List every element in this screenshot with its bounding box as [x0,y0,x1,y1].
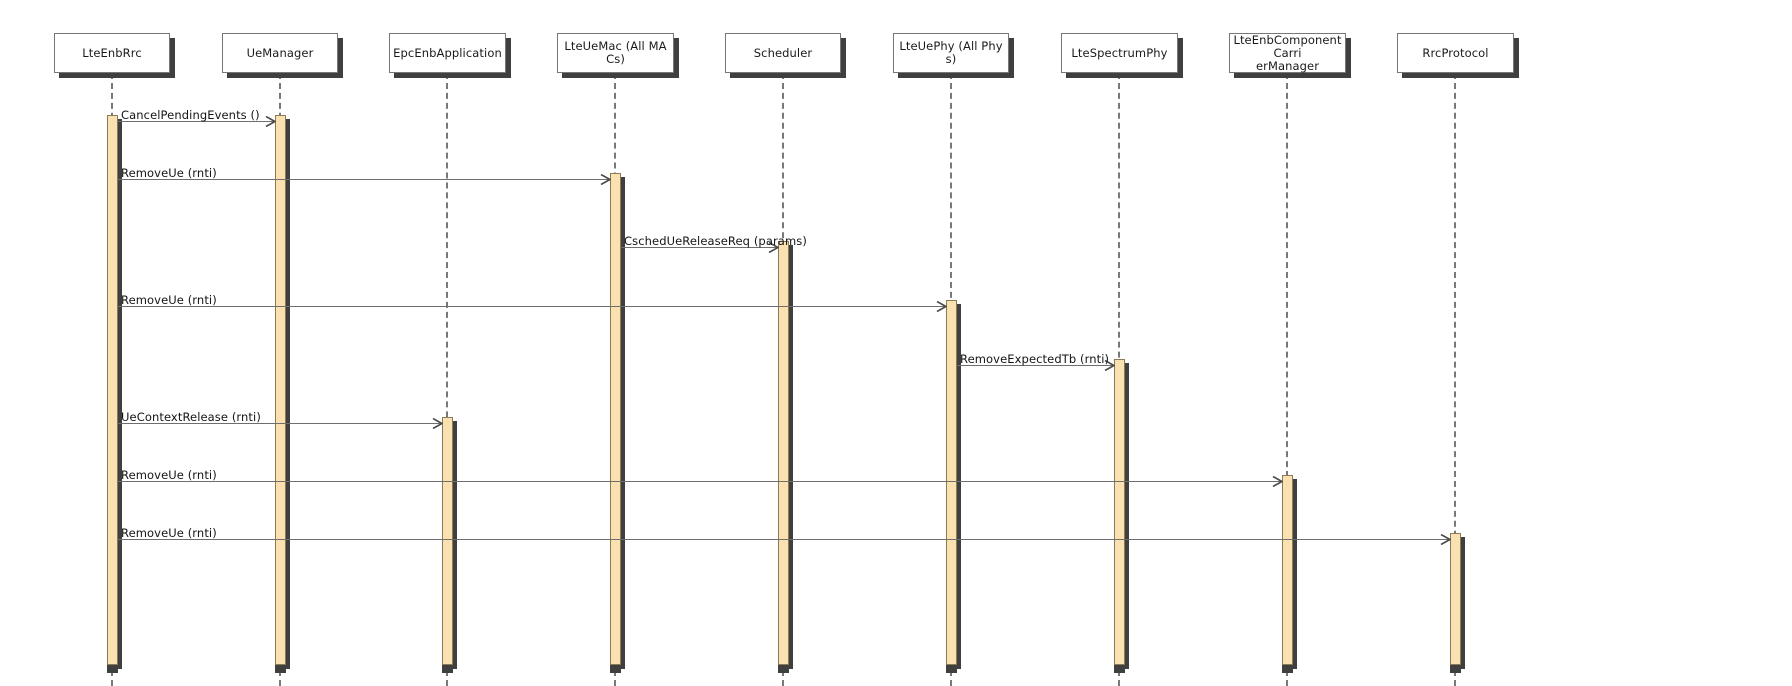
message-removeue-carriermanager-label: RemoveUe (rnti) [121,468,217,482]
participant-box-ltespectrumphy[interactable]: LteSpectrumPhy [1061,33,1178,73]
participant-box-uemanager[interactable]: UeManager [222,33,338,73]
participant-box-scheduler[interactable]: Scheduler [725,33,841,73]
participant-label-ltespectrumphy: LteSpectrumPhy [1071,45,1168,60]
message-removeue-lteuemac-arrowhead-icon [600,174,611,185]
activation-epcenbapplication[interactable] [442,417,453,665]
activation-lteenbrrc-shadow [118,119,122,669]
participant-label-epcenbapplication: EpcEnbApplication [393,45,502,60]
activation-scheduler-shadow [789,245,793,669]
activation-rrcprotocol-foot [1450,665,1461,673]
participant-label-lteuemac: LteUeMac (All MACs) [564,39,667,66]
message-removeue-lteuephy-label: RemoveUe (rnti) [121,293,217,307]
participant-label-rrcprotocol: RrcProtocol [1422,45,1489,60]
participant-label-lteuephy: LteUePhy (All Phys) [899,39,1003,66]
participant-box-lteenbrrc[interactable]: LteEnbRrc [54,33,170,73]
message-cancelpendingevents-arrowhead-icon [265,116,276,127]
activation-lteenbrrc-foot [107,665,118,673]
activation-lteenbrrc[interactable] [107,115,118,665]
activation-ltespectrumphy-foot [1114,665,1125,673]
lifeline-lteenbcomponentcarriermanager [1286,73,1288,686]
participant-label-lteenbrrc: LteEnbRrc [82,45,142,60]
activation-lteuephy[interactable] [946,300,957,665]
lifeline-epcenbapplication [446,73,448,686]
participant-label-uemanager: UeManager [246,45,314,60]
message-removeue-lteuephy-arrowhead-icon [936,301,947,312]
activation-uemanager[interactable] [275,115,286,665]
message-removeue-rrcprotocol-arrowhead-icon [1440,534,1451,545]
message-removeexpectedtb-arrowhead-icon [1104,360,1115,371]
activation-uemanager-foot [275,665,286,673]
activation-ltespectrumphy-shadow [1125,363,1129,669]
message-removeexpectedtb-line [956,365,1114,366]
lifeline-rrcprotocol [1454,73,1456,686]
activation-scheduler[interactable] [778,241,789,665]
message-removeue-lteuemac-label: RemoveUe (rnti) [121,166,217,180]
message-removeue-rrcprotocol-label: RemoveUe (rnti) [121,526,217,540]
activation-lteuephy-shadow [957,304,961,669]
message-removeue-carriermanager-line [117,481,1282,482]
activation-rrcprotocol-shadow [1461,537,1465,669]
activation-ltespectrumphy[interactable] [1114,359,1125,665]
message-uecontextrelease-arrowhead-icon [432,418,443,429]
message-cancelpendingevents-label: CancelPendingEvents () [121,108,260,122]
activation-lteuemac-shadow [621,177,625,669]
activation-lteenbcomponentcarriermanager[interactable] [1282,475,1293,665]
participant-label-lteenbcomponentcarriermanager: LteEnbComponentCarri erManager [1233,32,1342,73]
activation-lteenbcomponentcarriermanager-foot [1282,665,1293,673]
activation-scheduler-foot [778,665,789,673]
participant-box-rrcprotocol[interactable]: RrcProtocol [1397,33,1514,73]
message-uecontextrelease-label: UeContextRelease (rnti) [121,410,261,424]
message-uecontextrelease-line [117,423,442,424]
message-removeue-rrcprotocol-line [117,539,1450,540]
activation-uemanager-shadow [286,119,290,669]
message-removeue-lteuephy-line [117,306,946,307]
participant-box-lteenbcomponentcarriermanager[interactable]: LteEnbComponentCarri erManager [1229,33,1346,73]
message-removeexpectedtb-label: RemoveExpectedTb (rnti) [960,352,1110,366]
message-cschedueereleasereq-arrowhead-icon [768,242,779,253]
participant-label-scheduler: Scheduler [753,45,813,60]
activation-epcenbapplication-shadow [453,421,457,669]
activation-lteuemac-foot [610,665,621,673]
activation-epcenbapplication-foot [442,665,453,673]
activation-lteenbcomponentcarriermanager-shadow [1293,479,1297,669]
message-removeue-carriermanager-arrowhead-icon [1272,476,1283,487]
message-cschedueereleasereq-line [620,247,778,248]
message-removeue-lteuemac-line [117,179,610,180]
message-cancelpendingevents-line [117,121,275,122]
participant-box-epcenbapplication[interactable]: EpcEnbApplication [389,33,506,73]
activation-rrcprotocol[interactable] [1450,533,1461,665]
activation-lteuemac[interactable] [610,173,621,665]
message-cschedueereleasereq-label: CschedUeReleaseReq (params) [624,234,807,248]
activation-lteuephy-foot [946,665,957,673]
participant-box-lteuephy[interactable]: LteUePhy (All Phys) [893,33,1009,73]
participant-box-lteuemac[interactable]: LteUeMac (All MACs) [557,33,674,73]
